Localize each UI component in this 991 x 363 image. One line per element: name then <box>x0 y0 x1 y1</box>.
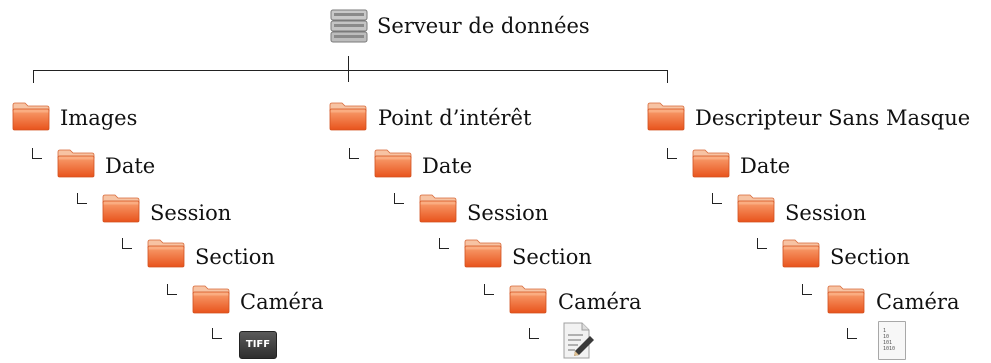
tree-branch <box>212 328 222 339</box>
tiff-label: TIFF <box>245 339 271 350</box>
folder-label-session: Session <box>150 201 232 225</box>
folder-label-section: Section <box>512 245 592 269</box>
folder-icon <box>419 193 457 223</box>
server-icon <box>330 9 368 43</box>
folder-label-top: Descripteur Sans Masque <box>695 106 971 130</box>
folder-icon <box>782 238 820 268</box>
folder-label-camera: Caméra <box>558 290 642 314</box>
binary-file-text: 1 10 101 1010 <box>883 328 896 352</box>
folder-icon <box>464 238 502 268</box>
tree-branch <box>167 284 177 295</box>
tree-branch <box>394 193 404 204</box>
folder-label-section: Section <box>195 245 275 269</box>
folder-label-camera: Caméra <box>240 290 324 314</box>
folder-icon <box>147 238 185 268</box>
tree-branch <box>802 284 812 295</box>
tree-branch <box>712 193 722 204</box>
folder-icon <box>12 101 50 131</box>
root-label: Serveur de données <box>377 14 590 38</box>
folder-label-date: Date <box>740 154 791 178</box>
folder-label-date: Date <box>422 154 473 178</box>
tree-branch <box>32 148 42 159</box>
connector-root-stem <box>348 56 349 82</box>
folder-label-session: Session <box>467 201 549 225</box>
folder-label-camera: Caméra <box>876 290 960 314</box>
folder-label-session: Session <box>785 201 867 225</box>
tree-branch <box>757 238 767 249</box>
folder-icon <box>329 101 367 131</box>
tree-branch <box>77 193 87 204</box>
connector-right-drop <box>667 70 668 83</box>
folder-icon <box>647 101 685 131</box>
edit-document-icon <box>563 322 594 359</box>
tiff-file-icon: TIFF <box>239 331 277 359</box>
folder-icon <box>374 148 412 178</box>
folder-label-date: Date <box>105 154 156 178</box>
tree-branch <box>667 148 677 159</box>
folder-icon <box>102 193 140 223</box>
folder-icon <box>509 284 547 314</box>
folder-label-section: Section <box>830 245 910 269</box>
folder-label-top: Images <box>60 106 138 130</box>
folder-icon <box>737 193 775 223</box>
connector-horizontal <box>33 70 667 71</box>
tree-branch <box>484 284 494 295</box>
tree-branch <box>847 328 857 339</box>
folder-label-top: Point d’intérêt <box>378 106 532 130</box>
folder-icon <box>192 284 230 314</box>
tree-branch <box>349 148 359 159</box>
folder-icon <box>692 148 730 178</box>
tree-branch <box>439 238 449 249</box>
folder-icon <box>827 284 865 314</box>
folder-icon <box>57 148 95 178</box>
binary-file-icon: 1 10 101 1010 <box>878 321 906 360</box>
tree-branch <box>122 238 132 249</box>
tree-branch <box>529 328 539 339</box>
connector-left-drop <box>33 70 34 83</box>
